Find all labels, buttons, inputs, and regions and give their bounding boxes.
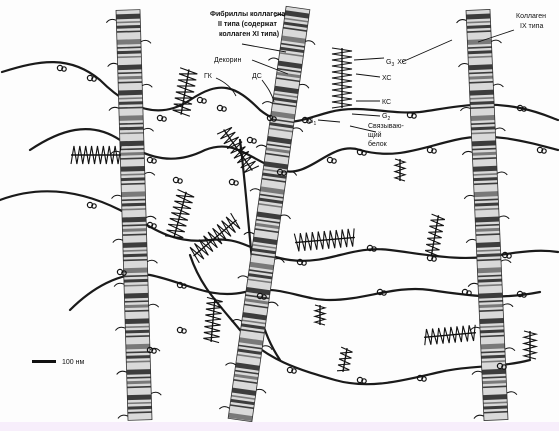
- bottom-band: [0, 422, 559, 431]
- decorin-loop: [181, 283, 187, 289]
- decorin-loop: [421, 376, 427, 382]
- decorin-loop: [521, 106, 527, 112]
- decorin-loop: [271, 116, 277, 122]
- decorin-loop: [306, 118, 312, 124]
- pointer-g1: [317, 119, 341, 123]
- label-gk: ГК: [204, 73, 213, 80]
- decorin-loop: [466, 290, 472, 296]
- label-xc: ХС: [382, 75, 392, 82]
- label-collagen-type9-line1: Коллаген: [516, 13, 546, 20]
- decorin-loop: [121, 270, 127, 276]
- decorin-loop: [61, 66, 67, 72]
- scale-bar: [32, 360, 56, 363]
- label-fibril-type2-line2: II типа (содержат: [218, 21, 278, 28]
- decorin-loop: [411, 113, 417, 119]
- decorin-loop: [506, 253, 512, 259]
- label-link-protein-line2: щий: [368, 131, 382, 139]
- decorin-loop: [151, 158, 157, 164]
- pointer-xc: [355, 73, 381, 78]
- label-link-protein-line1: Связываю-: [368, 123, 405, 130]
- pointer-g3: [401, 39, 453, 63]
- label-scale: 100 нм: [62, 359, 84, 366]
- decorin-loop: [151, 348, 157, 354]
- decorin-loop: [431, 256, 437, 262]
- pointer-decorin: [251, 59, 289, 75]
- label-collagen-type9-line2: IX типа: [520, 23, 543, 30]
- decorin-loop: [371, 246, 377, 252]
- label-g1: G1: [308, 118, 316, 127]
- pointer-link: [349, 125, 377, 133]
- decorin-loop: [541, 148, 547, 154]
- decorin-loop: [301, 260, 307, 266]
- decorin-loop: [431, 148, 437, 154]
- decorin-loop: [161, 116, 167, 122]
- decorin-loop: [331, 158, 337, 164]
- decorin-loop: [261, 294, 267, 300]
- label-decorin: Декорин: [214, 57, 241, 64]
- collagen-fibril-type2-right: [456, 9, 518, 421]
- decorin-loop: [151, 223, 157, 229]
- decorin-loop: [291, 368, 297, 374]
- decorin-loop: [177, 178, 183, 184]
- pointer-ds: [261, 79, 275, 103]
- decorin-loop: [381, 290, 387, 296]
- decorin-loop: [233, 180, 239, 186]
- decorin-loop: [361, 378, 367, 384]
- decorin-loop: [361, 150, 367, 156]
- collagen-fibril-type2-center: [218, 5, 316, 423]
- label-link-protein-line3: белок: [368, 140, 388, 148]
- label-pointers: [215, 29, 515, 133]
- decorin-loop: [251, 138, 257, 144]
- label-fibril-type2-line3: коллаген XI типа): [219, 31, 279, 38]
- decorin-loops: [56, 64, 547, 384]
- label-ds: ДС: [252, 73, 262, 80]
- pointer-xc-top: [353, 57, 385, 61]
- decorin-loop: [91, 203, 97, 209]
- pointer-col9: [477, 29, 515, 43]
- decorin-loop: [521, 292, 527, 298]
- label-fibril-type2-line1: Фибриллы коллагена: [210, 10, 285, 18]
- decorin-loop: [281, 170, 287, 176]
- label-g2: G2: [382, 113, 390, 122]
- collagen-fibril-type2-left: [105, 9, 162, 421]
- decorin-loop: [221, 106, 227, 112]
- pointer-g2: [351, 113, 381, 117]
- pointer-gk: [215, 77, 237, 97]
- decorin-loop: [201, 98, 207, 104]
- decorin-loop: [181, 328, 187, 334]
- decorin-loop: [91, 76, 97, 82]
- hyaluronan-chain: [188, 253, 532, 386]
- labels: Фибриллы коллагена II типа (содержат кол…: [32, 10, 546, 366]
- label-kc: КС: [382, 99, 391, 106]
- proteoglycan-aggregates: [70, 47, 539, 372]
- decorin-loop: [501, 364, 507, 370]
- pointer-fibril: [241, 43, 287, 53]
